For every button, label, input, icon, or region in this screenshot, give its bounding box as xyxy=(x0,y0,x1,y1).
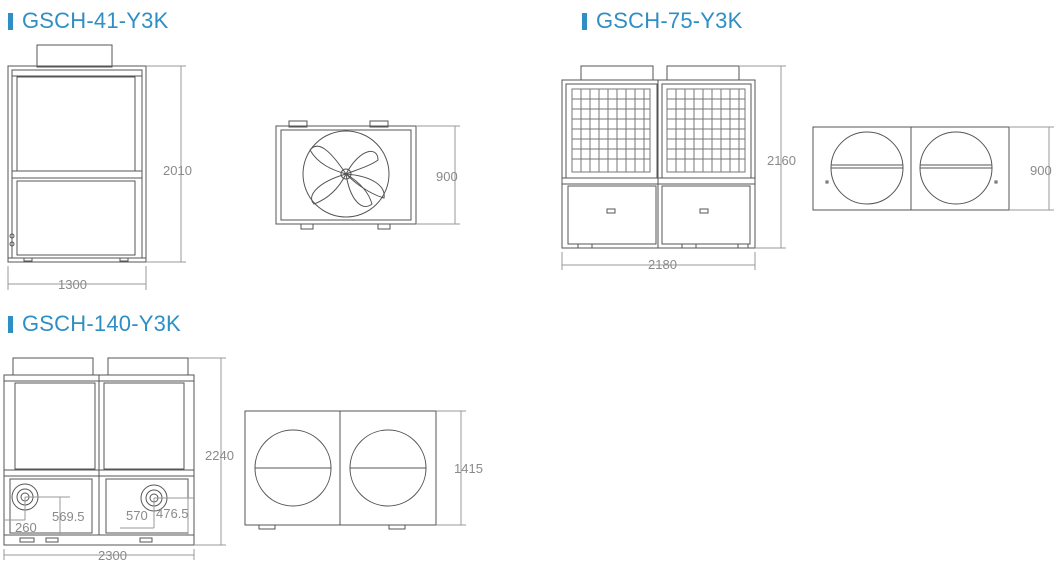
dim-41-depth: 900 xyxy=(436,169,458,184)
dim-75-width: 2180 xyxy=(648,257,677,272)
dim-75-height: 2160 xyxy=(767,153,796,168)
gsch-140-top-view xyxy=(244,410,437,530)
gsch-41-side-view xyxy=(7,44,147,263)
coil-grid-right xyxy=(666,88,746,173)
gsch-41-top-dimension-lines xyxy=(416,125,460,225)
dim-140-pipe-right-offset: 570 xyxy=(126,508,148,523)
model-title-140: GSCH-140-Y3K xyxy=(8,311,181,337)
dim-140-pipe-left-offset: 260 xyxy=(15,520,37,535)
dim-140-width: 2300 xyxy=(98,548,127,563)
gsch-75-top-view xyxy=(812,126,1010,211)
dim-140-pipe-left-height: 569.5 xyxy=(52,509,85,524)
dim-140-pipe-right-height: 476.5 xyxy=(156,506,189,521)
gsch-41-top-view xyxy=(275,120,417,230)
title-marker-icon xyxy=(8,315,13,333)
model-title-75: GSCH-75-Y3K xyxy=(582,8,742,34)
model-name: GSCH-140-Y3K xyxy=(22,311,181,336)
title-marker-icon xyxy=(582,12,587,30)
model-title-41: GSCH-41-Y3K xyxy=(8,8,168,34)
coil-grid-left xyxy=(571,88,651,173)
dim-140-height: 2240 xyxy=(205,448,234,463)
model-name: GSCH-41-Y3K xyxy=(22,8,169,33)
dim-140-depth: 1415 xyxy=(454,461,483,476)
dim-41-width: 1300 xyxy=(58,277,87,292)
gsch-140-dimension-lines xyxy=(3,357,226,560)
dim-41-height: 2010 xyxy=(163,163,192,178)
gsch-75-dimension-lines xyxy=(561,65,786,270)
gsch-140-top-dimension-lines xyxy=(436,410,466,526)
gsch-75-side-view xyxy=(561,65,756,249)
title-marker-icon xyxy=(8,12,13,30)
gsch-41-dimension-lines xyxy=(7,65,186,290)
gsch-75-top-dimension-lines xyxy=(1009,126,1054,211)
model-name: GSCH-75-Y3K xyxy=(596,8,743,33)
dim-75-depth: 900 xyxy=(1030,163,1052,178)
